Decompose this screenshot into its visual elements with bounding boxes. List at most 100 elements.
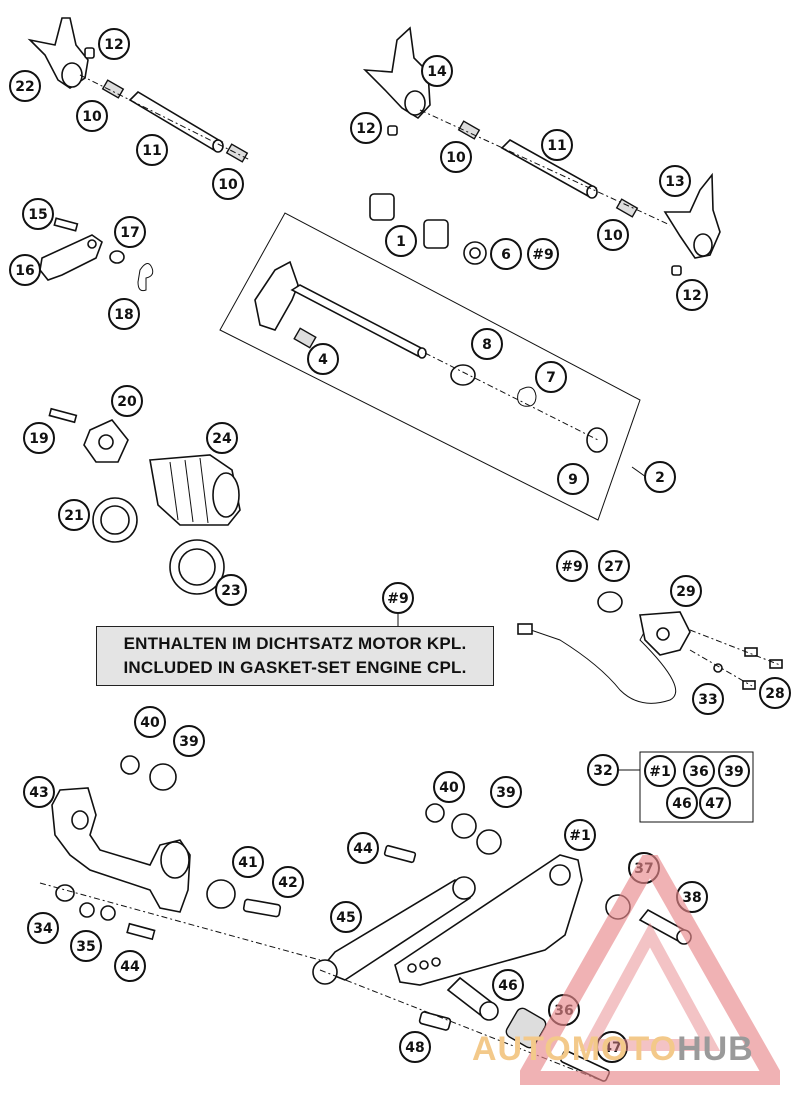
callout-10: 10 <box>440 141 472 173</box>
callout-label: 29 <box>676 584 695 600</box>
screw-28a <box>744 647 758 657</box>
needle-bearing-1a <box>369 193 395 221</box>
callout-label: 14 <box>427 64 447 80</box>
callout-21: 21 <box>58 499 90 531</box>
axis-line <box>424 352 599 441</box>
bolt-48 <box>418 1011 452 1031</box>
callout-33: 33 <box>692 683 724 715</box>
bolt-42 <box>242 898 282 918</box>
bearing-41 <box>206 879 236 909</box>
callout-11: 11 <box>541 129 573 161</box>
watermark-brand-b: HUB <box>677 1030 754 1068</box>
callout-40: 40 <box>134 706 166 738</box>
callout-label: 46 <box>498 978 517 994</box>
callout-label: 15 <box>28 207 47 223</box>
callout-label: #9 <box>561 559 582 575</box>
bearing-39b <box>451 813 477 839</box>
washer-33 <box>713 663 723 673</box>
callout-10: 10 <box>597 219 629 251</box>
shift-fork-13 <box>663 172 721 259</box>
spring-10-b <box>225 143 249 163</box>
callout-label: #9 <box>532 247 553 263</box>
callout-label: 10 <box>218 177 238 193</box>
callout-36: 36 <box>683 755 715 787</box>
leader-line <box>689 649 753 687</box>
spring-10-a <box>101 79 125 99</box>
callout-label: 24 <box>212 431 232 447</box>
callout-29: 29 <box>670 575 702 607</box>
shift-shaft-2 <box>254 260 427 359</box>
callout-label: 17 <box>120 225 139 241</box>
callout-circle <box>541 129 573 161</box>
callout-44: 44 <box>114 950 146 982</box>
callout-circle <box>350 112 382 144</box>
callout-9: 9 <box>557 463 589 495</box>
watermark-triangle-inner <box>579 922 721 1051</box>
washer-34 <box>55 884 75 902</box>
callout-label: 39 <box>179 734 198 750</box>
bearing-21-inner <box>100 505 130 535</box>
gear-sensor-29 <box>639 611 691 656</box>
callout-label: 16 <box>15 263 34 279</box>
bearing-8 <box>450 364 476 386</box>
watermark-logo <box>520 855 780 1085</box>
callout-circle <box>272 866 304 898</box>
callout-label: 11 <box>142 143 161 159</box>
watermark-text: AUTOMOTOHUB <box>472 1030 754 1069</box>
callout-circle <box>644 461 676 493</box>
spring-18 <box>137 263 154 292</box>
o-ring-27 <box>597 591 623 613</box>
spring-10-d <box>615 198 639 218</box>
screw-15 <box>53 217 79 232</box>
washer-6-hole <box>469 247 481 259</box>
pin-12-a <box>84 47 95 59</box>
callout-label: 39 <box>724 764 743 780</box>
callout-label: 12 <box>682 288 701 304</box>
callout-circle <box>535 361 567 393</box>
bushing-46 <box>446 976 499 1021</box>
callout-circle <box>173 725 205 757</box>
callout-label: 18 <box>114 307 133 323</box>
callout-32: 32 <box>587 754 619 786</box>
callout-circle <box>556 550 588 582</box>
callout-label: #1 <box>569 828 590 844</box>
callout-circle <box>70 930 102 962</box>
bearing-23-inner <box>178 548 216 586</box>
screw-44a <box>126 922 156 941</box>
callout-47: 47 <box>699 787 731 819</box>
callout-circle <box>670 575 702 607</box>
callout-20: 20 <box>111 385 143 417</box>
callout-circle <box>433 771 465 803</box>
callout-6: 6 <box>490 238 522 270</box>
callout-label: 4 <box>318 352 328 368</box>
callout-27: 27 <box>598 550 630 582</box>
callout-label: 28 <box>765 686 784 702</box>
callout-4: 4 <box>307 343 339 375</box>
callout-circle <box>98 28 130 60</box>
callout-label: 42 <box>278 875 297 891</box>
callout-44: 44 <box>347 832 379 864</box>
callout-28: 28 <box>759 677 791 709</box>
callout-label: 10 <box>603 228 623 244</box>
callout-circle <box>134 706 166 738</box>
bushing-17 <box>109 250 125 264</box>
callout-label: 12 <box>356 121 375 137</box>
note-line-english: INCLUDED IN GASKET-SET ENGINE CPL. <box>123 658 467 677</box>
gasket-note-box: ENTHALTEN IM DICHTSATZ MOTOR KPL. INCLUD… <box>96 626 494 686</box>
callout-circle <box>527 238 559 270</box>
axis-line <box>319 969 601 1081</box>
callout-circle <box>23 776 55 808</box>
callout-circle <box>206 422 238 454</box>
callout-41: 41 <box>232 846 264 878</box>
axis-line <box>39 882 321 961</box>
callout-circle <box>114 216 146 248</box>
callout-circle <box>490 776 522 808</box>
callout-18: 18 <box>108 298 140 330</box>
callout-hash-9: #9 <box>527 238 559 270</box>
callout-label: 10 <box>446 150 466 166</box>
callout-13: 13 <box>659 165 691 197</box>
callout-48: 48 <box>399 1031 431 1063</box>
shift-fork-14 <box>362 26 431 120</box>
callout-39: 39 <box>718 755 750 787</box>
